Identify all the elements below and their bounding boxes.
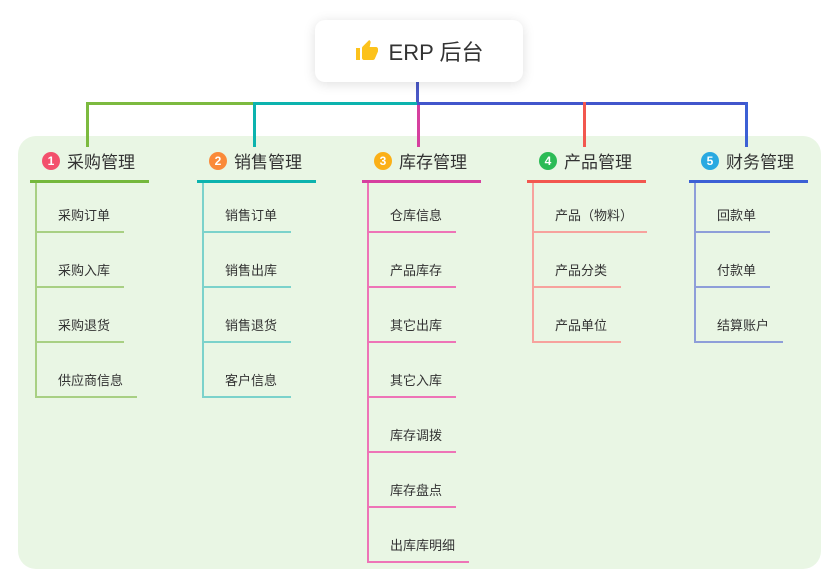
node-receipt-order[interactable]: 回款单 bbox=[696, 183, 771, 233]
branch-children: 销售订单 销售出库 销售退货 客户信息 bbox=[202, 183, 292, 398]
node-customer-info[interactable]: 客户信息 bbox=[204, 343, 292, 398]
node-other-inbound[interactable]: 其它入库 bbox=[369, 343, 457, 398]
node-sales-order[interactable]: 销售订单 bbox=[204, 183, 292, 233]
connector-horizontal-blue bbox=[417, 102, 748, 105]
badge-2: 2 bbox=[209, 151, 227, 170]
node-warehouse-info[interactable]: 仓库信息 bbox=[369, 183, 457, 233]
connector-horizontal-teal bbox=[255, 102, 417, 105]
thumbs-up-icon bbox=[355, 39, 379, 63]
node-stock-count[interactable]: 库存盘点 bbox=[369, 453, 457, 508]
branch-label: 销售管理 bbox=[234, 153, 302, 172]
badge-4: 4 bbox=[539, 151, 557, 170]
root-node-erp-backend[interactable]: ERP 后台 bbox=[315, 20, 523, 82]
node-product-stock[interactable]: 产品库存 bbox=[369, 233, 457, 288]
root-title: ERP 后台 bbox=[388, 40, 484, 65]
connector-drop-purchase bbox=[86, 102, 89, 147]
branch-label: 库存管理 bbox=[399, 153, 467, 172]
branch-product-management: 4 产品管理 产品（物料） 产品分类 产品单位 bbox=[527, 148, 648, 343]
branch-purchase-management: 1 采购管理 采购订单 采购入库 采购退货 供应商信息 bbox=[30, 148, 149, 398]
branch-head-finance[interactable]: 5 财务管理 bbox=[689, 148, 808, 183]
badge-1: 1 bbox=[42, 151, 60, 170]
node-sales-outbound[interactable]: 销售出库 bbox=[204, 233, 292, 288]
branch-label: 采购管理 bbox=[67, 153, 135, 172]
node-purchase-inbound[interactable]: 采购入库 bbox=[37, 233, 125, 288]
node-stock-detail[interactable]: 出库库明细 bbox=[369, 508, 470, 563]
connector-drop-product bbox=[583, 102, 586, 147]
branch-children: 采购订单 采购入库 采购退货 供应商信息 bbox=[35, 183, 138, 398]
branch-inventory-management: 3 库存管理 仓库信息 产品库存 其它出库 其它入库 库存调拨 库存盘点 出库库… bbox=[362, 148, 481, 563]
branch-label: 产品管理 bbox=[564, 153, 632, 172]
node-sales-return[interactable]: 销售退货 bbox=[204, 288, 292, 343]
badge-3: 3 bbox=[374, 151, 392, 170]
branch-children: 仓库信息 产品库存 其它出库 其它入库 库存调拨 库存盘点 出库库明细 bbox=[367, 183, 470, 563]
node-payment-order[interactable]: 付款单 bbox=[696, 233, 771, 288]
branch-finance-management: 5 财务管理 回款单 付款单 结算账户 bbox=[689, 148, 808, 343]
branch-head-sales[interactable]: 2 销售管理 bbox=[197, 148, 316, 183]
connector-root-trunk bbox=[416, 82, 419, 105]
badge-5: 5 bbox=[701, 151, 719, 170]
branch-head-purchase[interactable]: 1 采购管理 bbox=[30, 148, 149, 183]
connector-drop-finance bbox=[745, 102, 748, 147]
node-product-category[interactable]: 产品分类 bbox=[534, 233, 622, 288]
node-supplier-info[interactable]: 供应商信息 bbox=[37, 343, 138, 398]
branch-head-product[interactable]: 4 产品管理 bbox=[527, 148, 646, 183]
node-purchase-return[interactable]: 采购退货 bbox=[37, 288, 125, 343]
node-product-material[interactable]: 产品（物料） bbox=[534, 183, 648, 233]
branch-children: 产品（物料） 产品分类 产品单位 bbox=[532, 183, 648, 343]
branch-label: 财务管理 bbox=[726, 153, 794, 172]
node-stock-transfer[interactable]: 库存调拨 bbox=[369, 398, 457, 453]
node-purchase-order[interactable]: 采购订单 bbox=[37, 183, 125, 233]
node-settlement-account[interactable]: 结算账户 bbox=[696, 288, 784, 343]
branch-sales-management: 2 销售管理 销售订单 销售出库 销售退货 客户信息 bbox=[197, 148, 316, 398]
connector-drop-inventory bbox=[417, 105, 420, 147]
branch-children: 回款单 付款单 结算账户 bbox=[694, 183, 784, 343]
mindmap-panel bbox=[18, 136, 821, 569]
node-other-outbound[interactable]: 其它出库 bbox=[369, 288, 457, 343]
connector-horizontal-green bbox=[87, 102, 255, 105]
connector-drop-sales bbox=[253, 102, 256, 147]
node-product-unit[interactable]: 产品单位 bbox=[534, 288, 622, 343]
branch-head-inventory[interactable]: 3 库存管理 bbox=[362, 148, 481, 183]
